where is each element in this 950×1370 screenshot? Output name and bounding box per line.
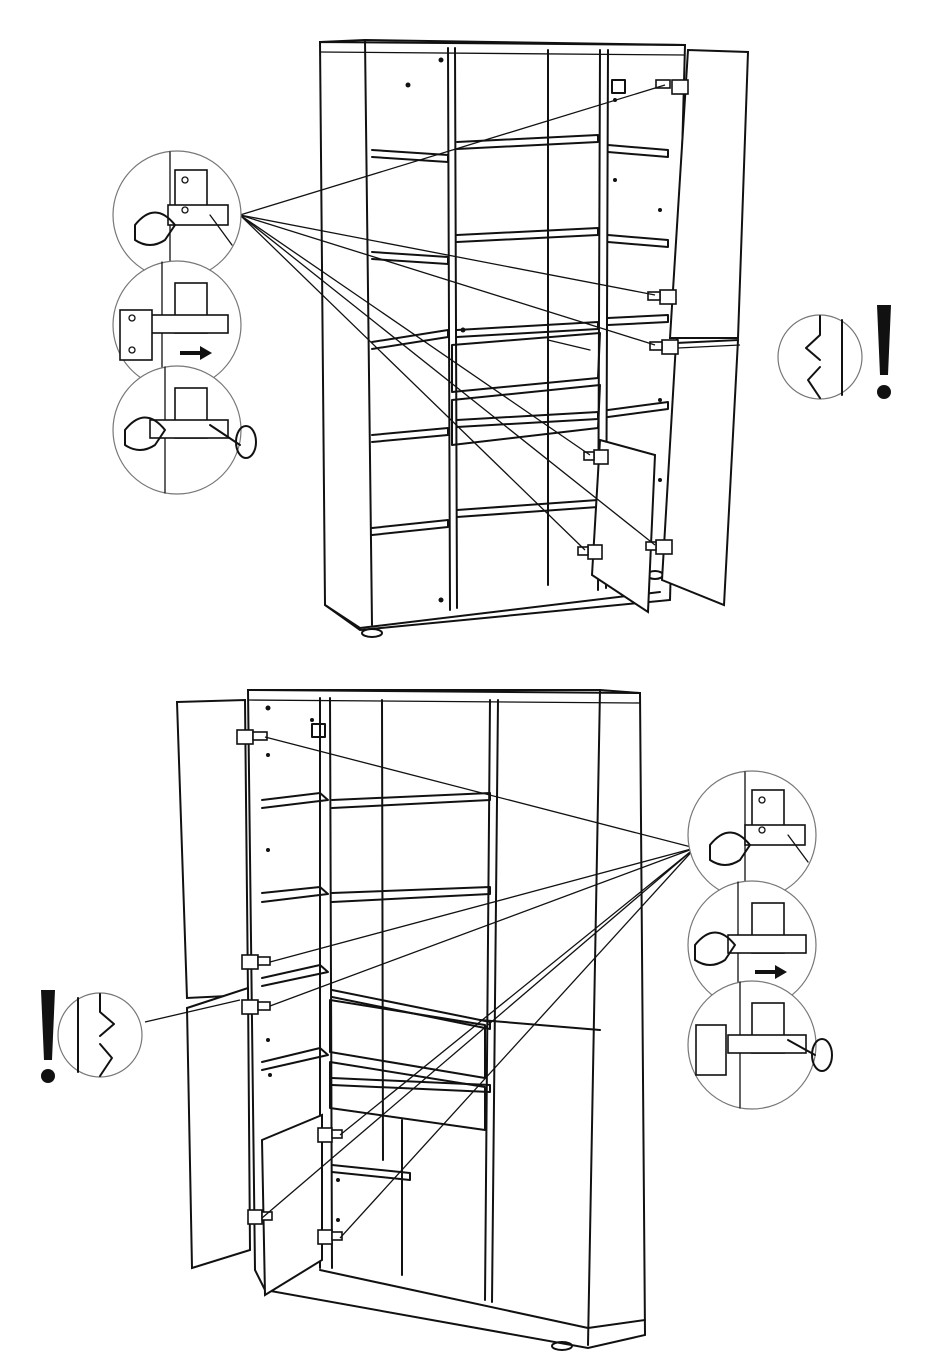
hinge-tighten-callout <box>113 366 256 494</box>
door-gap-icon <box>778 315 862 399</box>
hinge-step-callouts-top <box>113 151 256 494</box>
hinge-place-callout <box>113 151 241 279</box>
hinge-place-callout <box>688 771 816 899</box>
hinge-step-callouts-bottom <box>688 771 832 1109</box>
door-lower-right <box>662 340 738 605</box>
door-lower-left <box>187 988 250 1268</box>
cabinet-top <box>240 40 748 637</box>
hinge-tighten-callout <box>688 981 832 1109</box>
warning-icon <box>41 990 55 1083</box>
warning-icon <box>877 305 891 399</box>
door-gap-icon <box>58 993 142 1077</box>
cabinet-bottom <box>145 690 695 1350</box>
